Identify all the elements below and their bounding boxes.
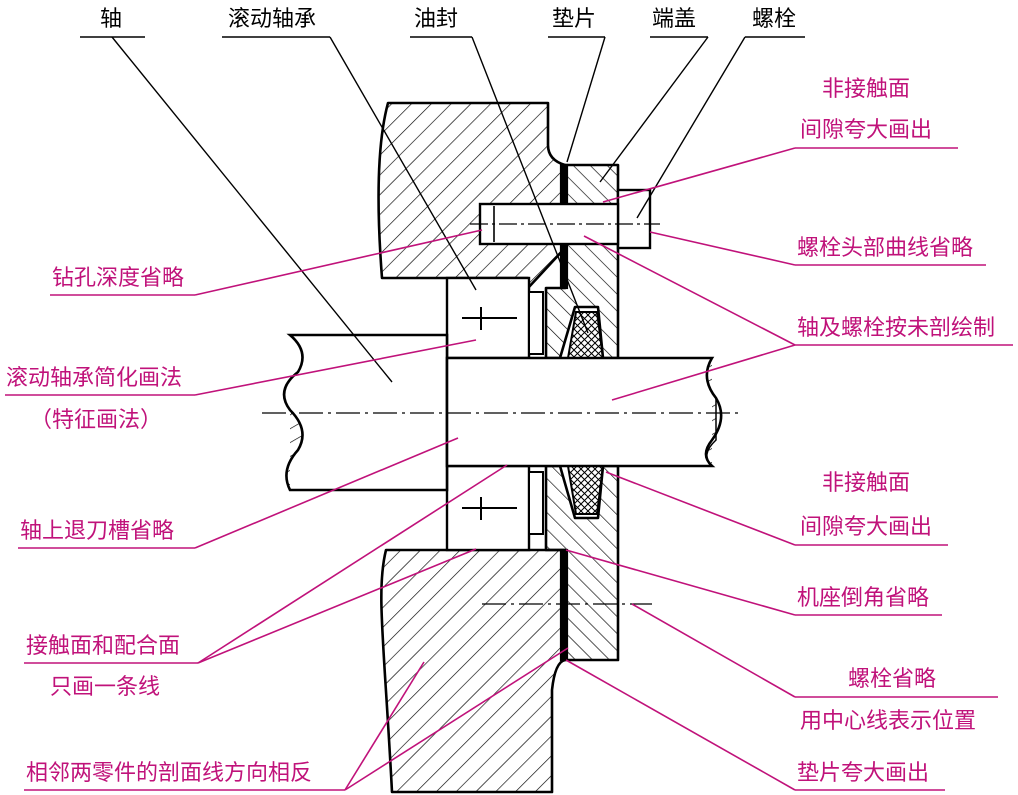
label-gasket-exaggerated: 垫片夸大画出 (797, 761, 929, 786)
label-shaft-groove-omitted: 轴上退刀槽省略 (20, 519, 174, 544)
spacer (528, 291, 544, 535)
housing (377, 101, 567, 794)
bolt-head (616, 188, 652, 250)
label-unsectioned-shaft-bolt: 轴及螺栓按未剖绘制 (797, 316, 995, 341)
shaft-large-step (445, 356, 723, 468)
label-noncontact-bottom-2: 间隙夸大画出 (800, 515, 932, 540)
label-bolt: 螺栓 (752, 7, 796, 32)
label-bolt-omitted-2: 用中心线表示位置 (800, 709, 976, 734)
label-bolt-head-curve-omitted: 螺栓头部曲线省略 (797, 236, 973, 261)
label-seat-chamfer-omitted: 机座倒角省略 (797, 586, 929, 611)
leaders-side (5, 147, 1013, 791)
label-single-line-2: 只画一条线 (50, 675, 160, 700)
label-opposite-hatch: 相邻两零件的剖面线方向相反 (26, 761, 312, 786)
label-drill-depth-omitted: 钻孔深度省略 (52, 266, 184, 291)
label-end-cover: 端盖 (652, 7, 696, 32)
label-bolt-omitted-1: 螺栓省略 (848, 667, 936, 692)
top-labels: 轴 滚动轴承 油封 垫片 端盖 螺栓 (100, 7, 796, 32)
shaft (262, 333, 742, 492)
label-noncontact-top-2: 间隙夸大画出 (800, 118, 932, 143)
label-gasket: 垫片 (552, 7, 596, 32)
label-oil-seal: 油封 (414, 7, 458, 32)
label-noncontact-bottom-1: 非接触面 (822, 471, 910, 496)
gasket-lower (559, 548, 569, 662)
bolt (470, 188, 660, 250)
label-shaft: 轴 (100, 7, 122, 32)
oil-seal-lower (566, 465, 605, 515)
label-noncontact-top-1: 非接触面 (822, 77, 910, 102)
label-rolling-bearing: 滚动轴承 (228, 7, 316, 32)
label-single-line-1: 接触面和配合面 (26, 634, 180, 659)
oil-seal-upper (566, 311, 605, 359)
left-labels: 钻孔深度省略 滚动轴承简化画法 （特征画法） 轴上退刀槽省略 接触面和配合面 只… (6, 266, 312, 786)
label-bearing-simplified: 滚动轴承简化画法 (6, 366, 182, 391)
housing-upper (377, 101, 567, 290)
housing-lower (380, 548, 567, 794)
right-labels: 非接触面 间隙夸大画出 螺栓头部曲线省略 轴及螺栓按未剖绘制 非接触面 间隙夸大… (797, 77, 995, 786)
oil-seal (566, 311, 605, 515)
label-bearing-feature-method: （特征画法） (30, 408, 162, 433)
